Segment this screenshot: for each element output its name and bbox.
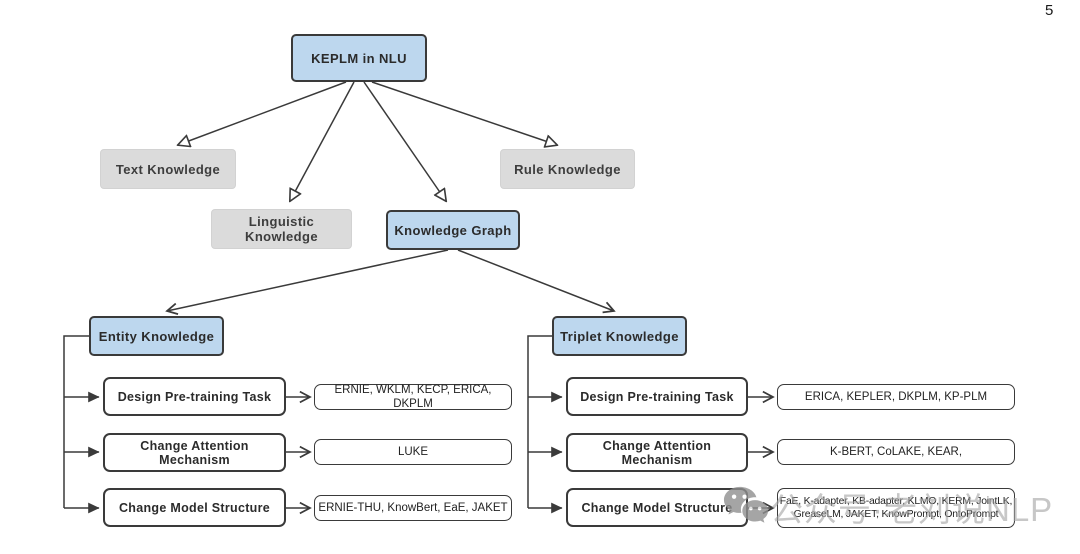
node-models-left-1: ERNIE, WKLM, KECP, ERICA, DKPLM — [314, 384, 512, 410]
page-number: 5 — [1045, 2, 1053, 19]
node-entity-knowledge: Entity Knowledge — [89, 316, 224, 356]
node-keplm-in-nlu: KEPLM in NLU — [291, 34, 427, 82]
node-category-change-attention-mechanism-right: Change Attention Mechanism — [566, 433, 748, 472]
node-text-knowledge: Text Knowledge — [100, 149, 236, 189]
node-category-change-model-structure-right: Change Model Structure — [566, 488, 748, 527]
node-category-design-pretraining-task-right: Design Pre-training Task — [566, 377, 748, 416]
node-category-change-attention-mechanism-left: Change Attention Mechanism — [103, 433, 286, 472]
node-category-change-model-structure-left: Change Model Structure — [103, 488, 286, 527]
node-knowledge-graph: Knowledge Graph — [386, 210, 520, 250]
node-models-right-3: FaE, K-adapter, KB-adapter, KLMO, KERM, … — [777, 488, 1015, 528]
node-category-design-pretraining-task-left: Design Pre-training Task — [103, 377, 286, 416]
node-models-right-2: K-BERT, CoLAKE, KEAR, — [777, 439, 1015, 465]
node-models-right-1: ERICA, KEPLER, DKPLM, KP-PLM — [777, 384, 1015, 410]
node-models-left-3: ERNIE-THU, KnowBert, EaE, JAKET — [314, 495, 512, 521]
node-rule-knowledge: Rule Knowledge — [500, 149, 635, 189]
node-models-left-2: LUKE — [314, 439, 512, 465]
node-linguistic-knowledge: Linguistic Knowledge — [211, 209, 352, 249]
node-triplet-knowledge: Triplet Knowledge — [552, 316, 687, 356]
